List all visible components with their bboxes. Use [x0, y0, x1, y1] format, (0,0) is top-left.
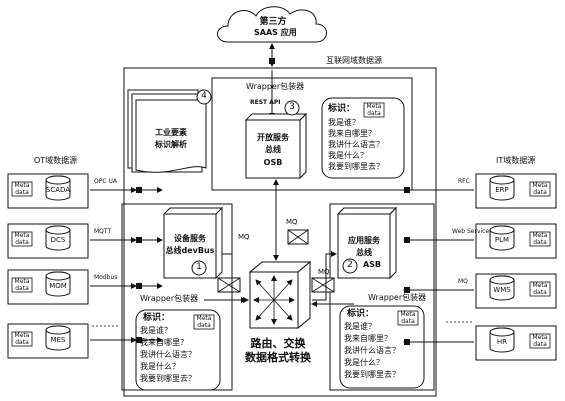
devbus-identity-box	[135, 309, 221, 391]
main-frame	[123, 67, 437, 397]
ot-meta-data-0: Meta data	[14, 182, 30, 196]
ot-protocol-1: MQTT	[94, 228, 112, 235]
osb-identity-q2: 我来自哪里？	[328, 129, 376, 138]
osb-number: 3	[289, 102, 295, 112]
ot-meta-data-1: Meta data	[14, 232, 30, 246]
asb-identity-q3: 我讲什么语言？	[344, 346, 400, 355]
devbus-line2: 总线devBus	[165, 246, 215, 255]
osb-wrapper-label: Wrapper包装器	[246, 82, 305, 91]
router-line2: 数据格式转换	[245, 351, 311, 364]
devbus-number: 1	[196, 262, 202, 272]
feature-parse-doc	[135, 99, 207, 173]
osb-number-circle	[284, 100, 300, 116]
devbus-number-circle	[191, 260, 207, 276]
asb-wrapper-label: Wrapper包装器	[368, 293, 427, 302]
devbus-identity-q1: 我是谁？	[140, 326, 172, 335]
asb-identity-title: 标识：	[347, 309, 375, 319]
ot-protocol-2: Modbus	[94, 274, 118, 281]
ot-source-name-2: MOM	[49, 282, 67, 290]
osb-line3: OSB	[263, 158, 283, 167]
devbus-line1: 设备服务	[174, 234, 206, 243]
osb-box	[245, 119, 301, 179]
osb-identity-q5: 我要到哪里去？	[328, 162, 384, 171]
it-domain-label: IT域数据源	[496, 156, 536, 165]
osb-identity-q3: 我讲什么语言？	[328, 140, 384, 149]
asb-identity-q5: 我要到哪里去？	[344, 370, 400, 379]
it-protocol-0: RFC	[458, 178, 470, 185]
internet-domain-label: 互联网域数据源	[326, 56, 382, 65]
devbus-identity-q2: 我来自哪里？	[140, 338, 188, 347]
osb-identity-title: 标识：	[328, 104, 356, 114]
asb-identity-box	[339, 305, 425, 389]
it-protocol-2: MQ	[458, 278, 468, 285]
osb-identity-q1: 我是谁？	[328, 118, 360, 127]
router-line1: 路由、交换	[250, 337, 306, 350]
mq-label-left: MQ	[238, 233, 250, 241]
it-source-name-3: HR	[496, 338, 508, 346]
asb-identity-q2: 我来自哪里？	[344, 334, 392, 343]
it-protocol-1: Web Service	[452, 228, 490, 235]
cloud-line1: 第三方	[259, 17, 287, 27]
osb-wrapper-box	[211, 77, 413, 191]
it-source-name-1: PLM	[494, 236, 510, 244]
ot-domain-label: OT域数据源	[34, 156, 78, 165]
asb-line2: 总线	[356, 248, 372, 257]
devbus-box	[163, 213, 217, 279]
asb-identity-q4: 我是什么？	[344, 358, 384, 367]
rest-api-label: REST API	[250, 99, 281, 106]
mq-label-right: MQ	[318, 268, 330, 276]
cloud-line2: SAAS 应用	[254, 28, 297, 37]
it-meta-data-3: Meta data	[532, 334, 548, 348]
asb-wrapper-box	[329, 203, 435, 391]
asb-number-circle	[342, 258, 358, 274]
asb-number: 2	[347, 260, 353, 270]
devbus-identity-q5: 我要到哪里去？	[140, 374, 196, 383]
osb-line2: 总线	[265, 145, 281, 154]
it-meta-data-0: Meta data	[532, 182, 548, 196]
ot-source-name-1: DCS	[50, 236, 66, 244]
it-source-name-2: WMS	[493, 286, 511, 294]
asb-line1: 应用服务	[348, 236, 380, 245]
it-meta-data-2: Meta data	[532, 282, 548, 296]
devbus-identity-q3: 我讲什么语言？	[140, 350, 196, 359]
osb-line1: 开放服务	[257, 133, 289, 142]
it-source-name-0: ERP	[495, 186, 509, 194]
ot-protocol-0: OPC UA	[94, 178, 117, 185]
ot-meta-data-3: Meta data	[14, 332, 30, 346]
ot-source-name-0: SCADA	[45, 186, 71, 194]
feature-parse-line1: 工业要素	[155, 128, 187, 137]
mq-label-top: MQ	[286, 218, 298, 226]
feature-parse-number: 4	[201, 91, 207, 101]
devbus-wrapper-label: Wrapper包装器	[140, 294, 199, 303]
feature-parse-number-circle	[196, 89, 212, 105]
it-meta-data-1: Meta data	[532, 232, 548, 246]
osb-identity-q4: 我是什么？	[328, 151, 368, 160]
asb-line3: ASB	[362, 260, 382, 269]
it-source-box-0	[475, 173, 557, 209]
ot-meta-data-2: Meta data	[14, 278, 30, 292]
cloud-shape	[217, 6, 327, 43]
devbus-identity-title: 标识：	[143, 313, 171, 323]
ot-source-name-3: MES	[50, 336, 66, 344]
devbus-identity-q4: 我是什么？	[140, 362, 180, 371]
feature-parse-line2: 标识解析	[155, 140, 187, 149]
osb-identity-box	[321, 97, 405, 179]
asb-identity-q1: 我是谁？	[344, 322, 376, 331]
